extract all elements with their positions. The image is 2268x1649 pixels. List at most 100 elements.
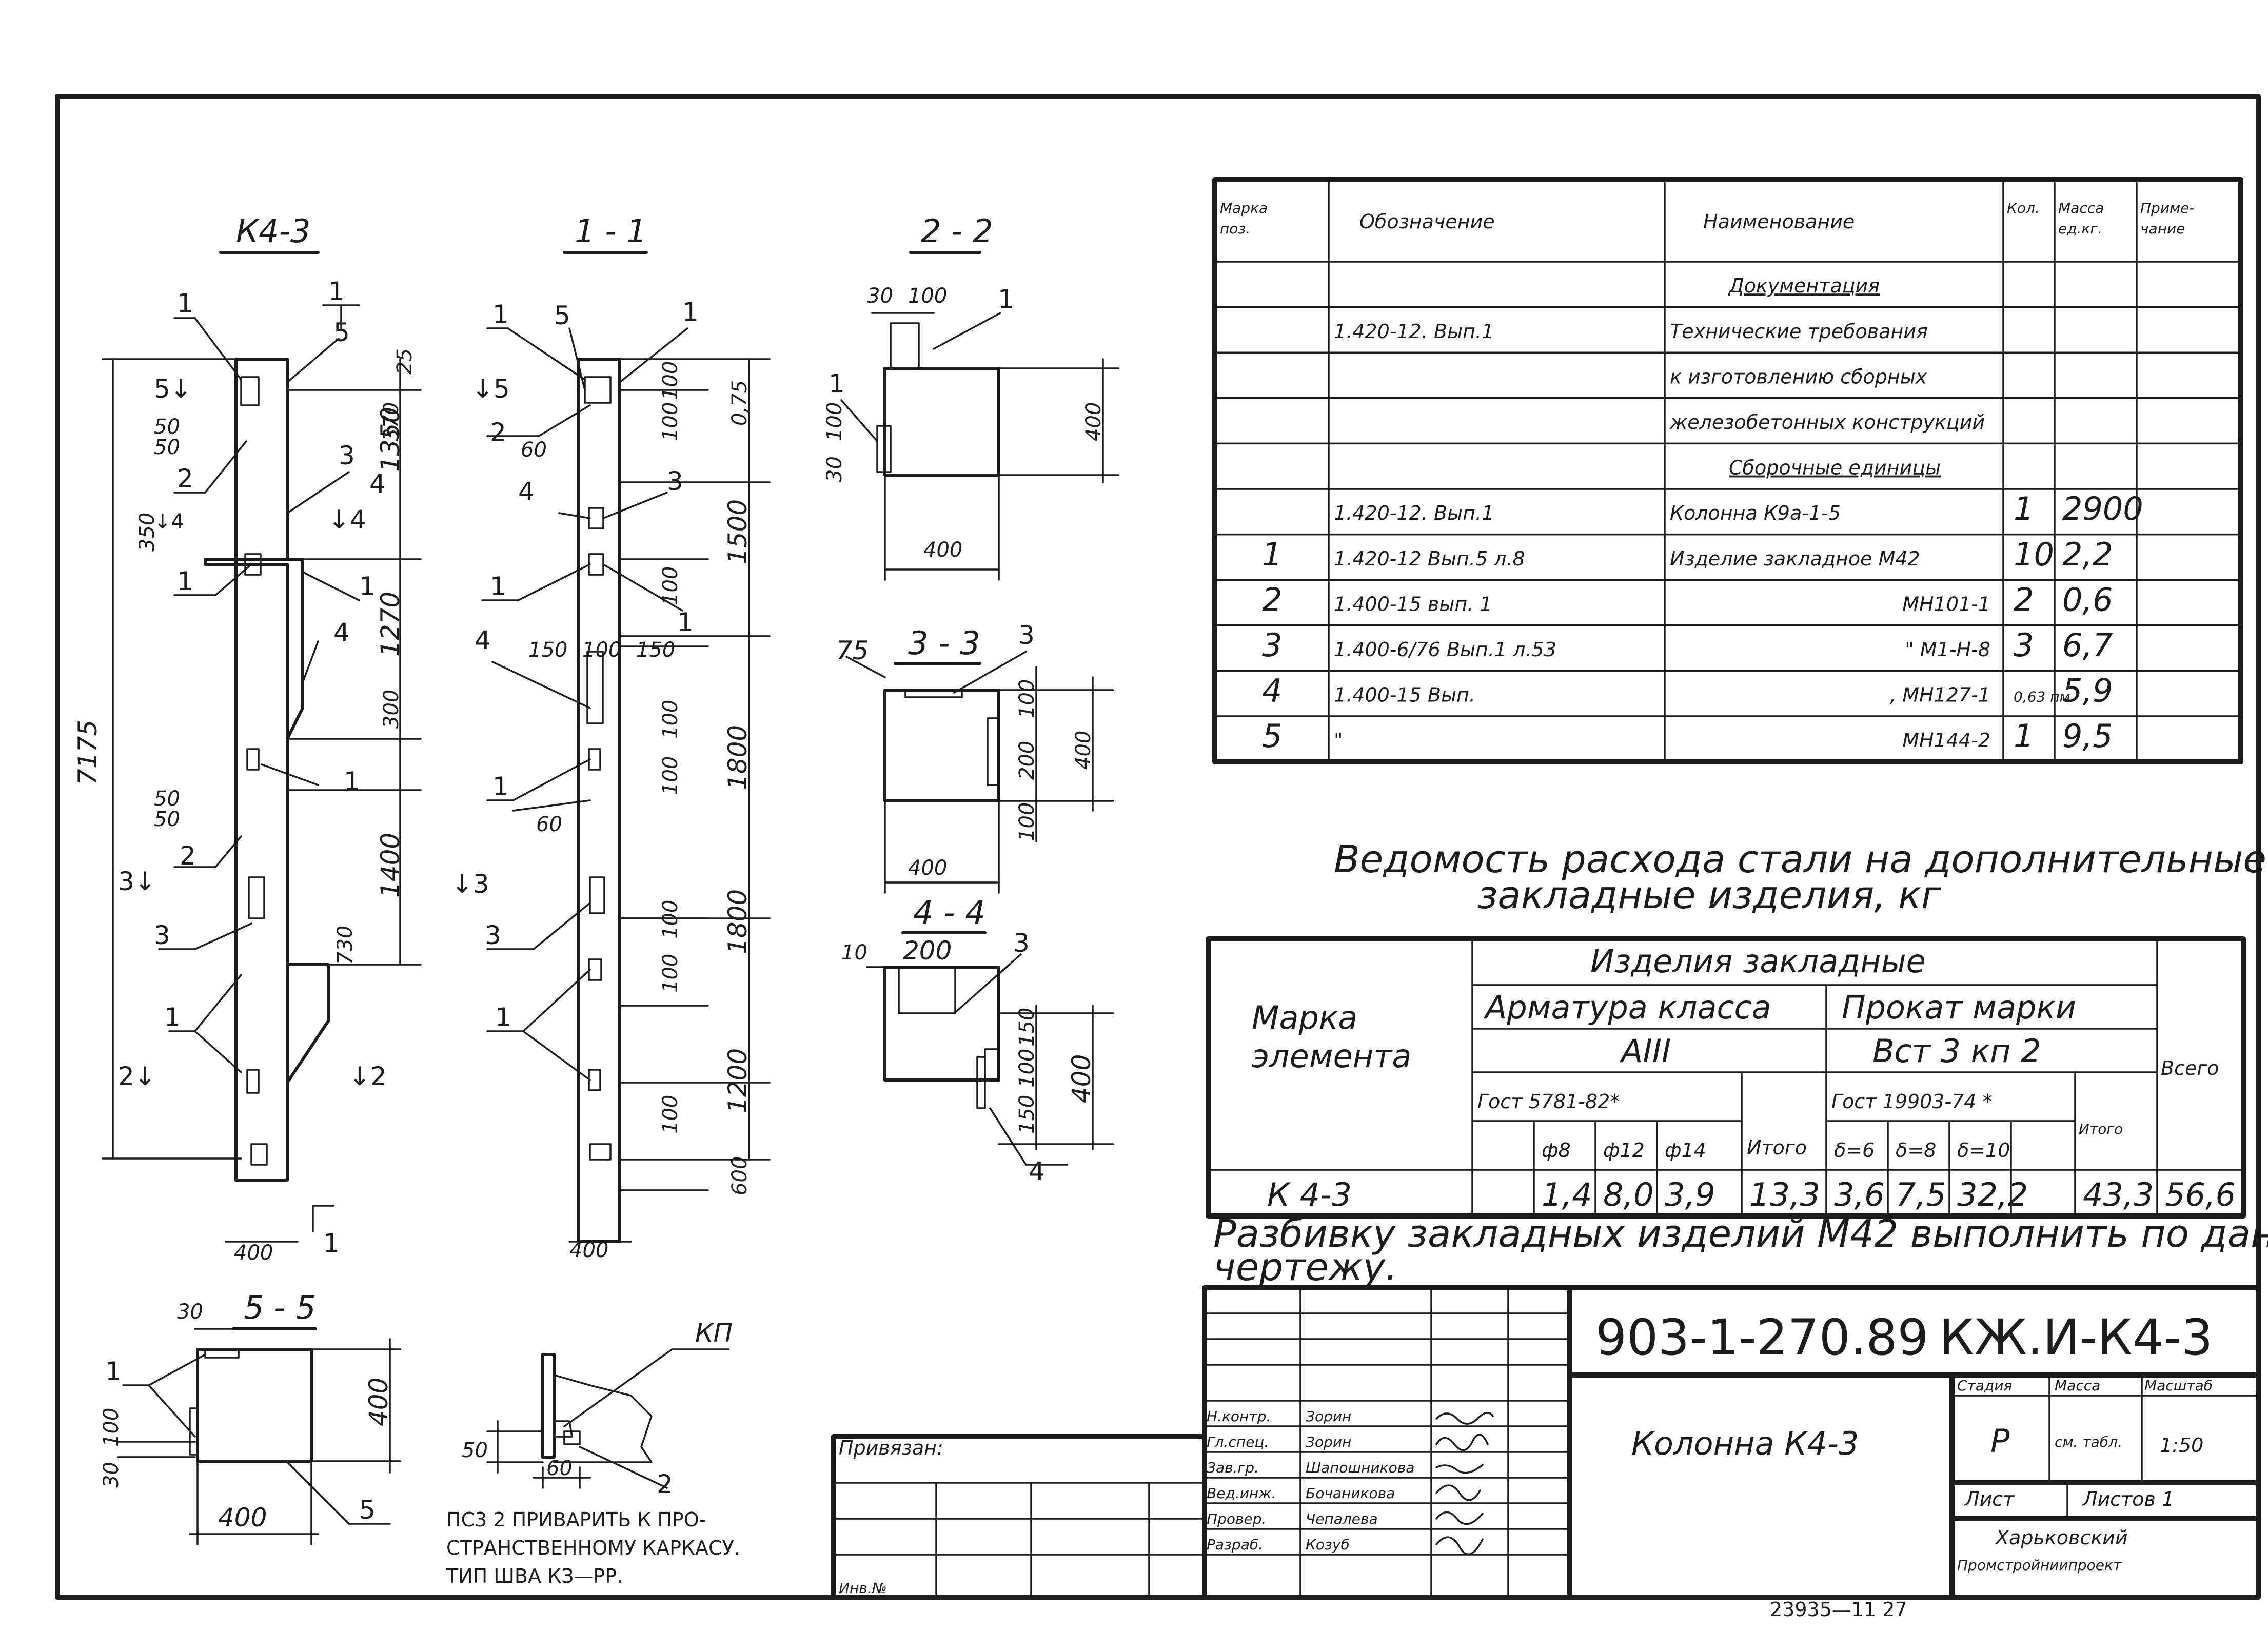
steel-gost1: Гост 5781-82* xyxy=(1477,1090,1620,1113)
dim-60a: 60 xyxy=(521,438,547,462)
tb-name: Чепалева xyxy=(1306,1510,1378,1527)
kp-label: КП xyxy=(695,1318,733,1348)
dim-100-11i: 100 xyxy=(582,638,621,662)
k43-pos-5: 5 xyxy=(333,318,350,347)
s11-pos-3b: 3 xyxy=(485,920,501,950)
org-line1: Харьковский xyxy=(1995,1526,2128,1549)
k43-pos-2a: 2 xyxy=(177,464,193,494)
dim-1800a: 1800 xyxy=(723,725,753,790)
spec-naim: МН144-2 xyxy=(1902,729,1990,752)
view-section-55: 5 - 5 30 400 400 30 100 1 5 xyxy=(100,1289,401,1545)
spec-massa: 6,7 xyxy=(2062,626,2113,664)
tb-name: Бочаникова xyxy=(1306,1485,1395,1502)
k43-pos-3a: 3 xyxy=(339,441,355,470)
s55-pos-1: 1 xyxy=(105,1357,122,1386)
steel-itogo-p: Итого xyxy=(2079,1121,2123,1137)
k43-section-2a: 2↓ xyxy=(118,1062,156,1091)
dim-1200: 1200 xyxy=(723,1048,753,1113)
sheet-header: Лист xyxy=(1964,1488,2015,1510)
s11-pos-1a: 1 xyxy=(492,300,509,329)
sheet-border xyxy=(55,94,2261,1600)
spec-kol: 10 xyxy=(2014,536,2054,573)
title-block: 903-1-270.89 КЖ.И-К4-3 Колонна К4-3 Стад… xyxy=(831,1285,2260,1600)
s11-pos-1f: 1 xyxy=(495,1003,511,1032)
dim-100-33b: 100 xyxy=(1015,802,1039,841)
org-line2: Промстройниипроект xyxy=(1957,1557,2122,1574)
s11-pos-5: 5 xyxy=(554,301,570,330)
spec-massa: 0,6 xyxy=(2062,581,2113,618)
k43-pos-1d: 1 xyxy=(344,767,360,796)
spec-row: Сборочные единицы xyxy=(1729,457,1941,479)
k43-section-4b: ↓4 xyxy=(328,505,366,535)
spec-oboz: 1.420-12. Вып.1 xyxy=(1334,502,1494,524)
dim-100-44: 100 xyxy=(1015,1049,1039,1088)
dim-150a: 150 xyxy=(528,638,567,662)
dim-400-33w: 400 xyxy=(908,856,947,880)
tb-name: Козуб xyxy=(1306,1536,1350,1553)
dim-400-22h: 400 xyxy=(1082,402,1106,441)
steel-row-marka: К 4-3 xyxy=(1267,1176,1352,1213)
s22-pos-1b: 1 xyxy=(829,369,845,399)
spec-naim: Документация xyxy=(1728,274,1880,297)
view-22-title: 2 - 2 xyxy=(921,212,993,250)
view-section-22: 2 - 2 30 100 400 400 30 100 1 1 xyxy=(823,212,1119,581)
sheet-number: 23935—11 27 xyxy=(1770,1598,1907,1621)
project-code: 903-1-270.89 xyxy=(1595,1309,1929,1366)
mass-value: см. табл. xyxy=(2055,1434,2122,1450)
spec-oboz: 1.400-15 Вып. xyxy=(1334,684,1475,706)
dim-7175: 7175 xyxy=(73,720,103,785)
scale-header: Масштаб xyxy=(2144,1377,2213,1394)
steel-row-a: 8,0 xyxy=(1603,1176,1654,1213)
weld-note-line3: ТИП ШВА КЗ—РР. xyxy=(446,1565,623,1587)
s11-pos-4b: 4 xyxy=(475,625,491,655)
dim-50b: 50 xyxy=(154,436,180,459)
spec-oboz: 1.400-6/76 Вып.1 л.53 xyxy=(1334,638,1556,661)
steel-row-vsego: 56,6 xyxy=(2165,1176,2236,1213)
dim-150-44b: 150 xyxy=(1015,1095,1039,1134)
view-section-33: 3 - 3 75 400 100 200 100 400 3 xyxy=(836,620,1114,894)
mass-header: Масса xyxy=(2055,1377,2100,1394)
dim-200-33: 200 xyxy=(1015,741,1039,780)
spec-naim: Колонна К9а-1-5 xyxy=(1670,502,1841,524)
dim-30-22b: 30 xyxy=(823,456,846,482)
spec-row: к изготовлению сборных xyxy=(1670,365,1927,388)
spec-kol: 3 xyxy=(2014,626,2034,664)
s11-pos-1b: 1 xyxy=(682,297,699,327)
spec-poz: 4 xyxy=(1262,672,1282,710)
dim-400-55w: 400 xyxy=(218,1503,267,1533)
steel-col-a: ф12 xyxy=(1603,1139,1645,1162)
steel-itogo-a: Итого xyxy=(1747,1136,1807,1159)
steel-row-p: 3,6 xyxy=(1834,1176,1885,1213)
tb-role: Вед.инж. xyxy=(1207,1485,1276,1502)
spec-massa: 5,9 xyxy=(2062,672,2113,710)
k43-pos-4a: 4 xyxy=(369,469,386,499)
spec-naim: , МН127-1 xyxy=(1890,684,1990,706)
dim-400-55h: 400 xyxy=(364,1378,393,1426)
spec-massa: 2,2 xyxy=(2062,536,2113,573)
dim-100-11f: 100 xyxy=(659,900,682,939)
dim-150-44a: 150 xyxy=(1015,1008,1039,1047)
dim-730: 730 xyxy=(333,926,357,965)
s11-pos-4a: 4 xyxy=(518,477,535,506)
view-44-title: 4 - 4 xyxy=(913,894,985,931)
steel-title-line1: Ведомость расхода стали на дополнительны… xyxy=(1334,837,2266,881)
dim-100-11g: 100 xyxy=(659,954,682,993)
dim-075: 0,75 xyxy=(728,380,752,426)
s11-pos-1e: 1 xyxy=(492,772,509,801)
note-line2: чертежу. xyxy=(1213,1245,1397,1289)
steel-armatura-header: Арматура класса xyxy=(1483,989,1771,1026)
dim-100-22a: 100 xyxy=(908,284,947,308)
k43-pos-1b: 1 xyxy=(177,566,193,596)
privyazan-label: Привязан: xyxy=(839,1437,943,1459)
dim-400-k43: 400 xyxy=(234,1241,273,1265)
spec-naim: Технические требования xyxy=(1670,320,1928,343)
k43-section-1top: 1 xyxy=(328,277,345,306)
tb-role: Разраб. xyxy=(1207,1536,1263,1553)
stage-value: Р xyxy=(1990,1422,2010,1460)
steel-row-a-itogo: 13,3 xyxy=(1749,1176,1820,1213)
k43-section-3: 3↓ xyxy=(118,867,156,896)
spec-row: Документация xyxy=(1728,274,1880,297)
